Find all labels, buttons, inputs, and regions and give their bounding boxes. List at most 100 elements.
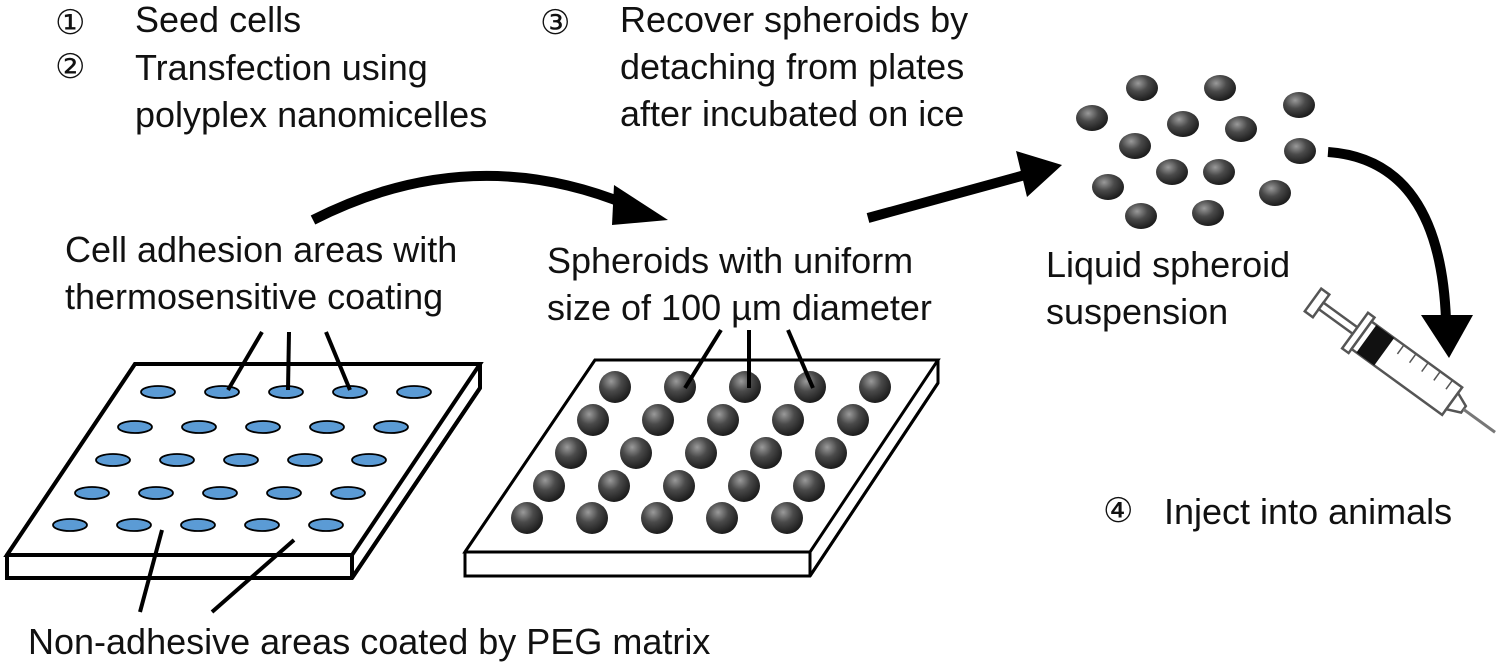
plate-adhesion <box>3 362 484 580</box>
free-spheroid <box>1204 75 1236 101</box>
free-spheroid <box>1126 75 1158 101</box>
free-spheroid <box>1259 180 1291 206</box>
step-4-text: Inject into animals <box>1164 491 1453 532</box>
spheroid <box>707 404 739 436</box>
adhesion-spot <box>52 518 88 532</box>
pointer-non-adhesive-2 <box>210 538 296 614</box>
spheroid <box>641 502 673 534</box>
adhesion-spot <box>204 385 240 399</box>
free-spheroid <box>1092 174 1124 200</box>
label-suspension-line-2: suspension <box>1046 291 1229 332</box>
adhesion-spot <box>309 420 345 434</box>
step-3-line-3: after incubated on ice <box>620 93 965 134</box>
label-adhesion-line-2: thermosensitive coating <box>65 276 444 317</box>
adhesion-spot <box>140 385 176 399</box>
adhesion-spot <box>180 518 216 532</box>
adhesion-spot <box>116 518 152 532</box>
plate-spheroids <box>462 358 941 578</box>
spheroid <box>837 404 869 436</box>
adhesion-spot <box>373 420 409 434</box>
arrow-head-2 <box>1016 151 1062 197</box>
spheroid <box>620 437 652 469</box>
free-spheroid <box>1283 92 1315 118</box>
spheroid <box>576 502 608 534</box>
arrow-step-1 <box>310 170 630 225</box>
label-spheroids-line-1: Spheroids with uniform <box>547 240 914 281</box>
adhesion-spot <box>117 420 153 434</box>
step-3-marker: ③ <box>540 4 571 42</box>
adhesion-spot <box>287 453 323 467</box>
label-spheroids: Spheroids with uniform size of 100 µm di… <box>547 237 932 331</box>
adhesion-spot <box>244 518 280 532</box>
spheroid <box>555 437 587 469</box>
spheroid <box>729 371 761 403</box>
adhesion-spot <box>245 420 281 434</box>
adhesion-spot <box>181 420 217 434</box>
process-arrows <box>310 147 1473 358</box>
adhesion-spot <box>308 518 344 532</box>
spheroid <box>598 470 630 502</box>
label-adhesion-areas: Cell adhesion areas with thermosensitive… <box>65 226 457 320</box>
adhesion-spot <box>396 385 432 399</box>
spheroid <box>533 470 565 502</box>
spheroid <box>664 371 696 403</box>
spheroid <box>663 470 695 502</box>
step-3-line-1: Recover spheroids by <box>620 0 969 40</box>
adhesion-spot <box>266 486 302 500</box>
adhesion-spot <box>351 453 387 467</box>
label-adhesion-line-1: Cell adhesion areas with <box>65 229 458 270</box>
pointer-adhesion-2 <box>286 331 291 391</box>
step-3-line-2: detaching from plates <box>620 46 965 87</box>
pointer-adhesion-3 <box>324 331 352 391</box>
spheroid <box>642 404 674 436</box>
pointer-adhesion-1 <box>226 330 264 392</box>
syringe-icon <box>1303 286 1496 434</box>
spheroid <box>815 437 847 469</box>
spheroid <box>728 470 760 502</box>
spheroid <box>577 404 609 436</box>
label-spheroids-line-2: size of 100 µm diameter <box>547 287 932 328</box>
step-2-text: Transfection using polyplex nanomicelles <box>135 44 487 138</box>
adhesion-spot <box>159 453 195 467</box>
pointer-spheroid-1 <box>683 328 723 390</box>
free-spheroid <box>1203 159 1235 185</box>
step-4-marker: ④ <box>1103 492 1134 530</box>
spheroid-suspension <box>1076 75 1316 229</box>
step-2-marker: ② <box>55 48 86 86</box>
spheroid <box>511 502 543 534</box>
arrow-head-3 <box>1421 315 1473 358</box>
adhesion-spot <box>138 486 174 500</box>
free-spheroid <box>1119 133 1151 159</box>
adhesion-spot <box>268 385 304 399</box>
step-2-line-1: Transfection using <box>135 47 428 88</box>
free-spheroid <box>1076 105 1108 131</box>
arrow-step-3 <box>1327 147 1451 321</box>
pointer-lines <box>138 328 815 614</box>
spheroid <box>750 437 782 469</box>
step-1-marker: ① <box>55 4 86 42</box>
spheroid <box>599 371 631 403</box>
spheroid <box>771 502 803 534</box>
spheroid <box>859 371 891 403</box>
adhesion-spot <box>202 486 238 500</box>
label-suspension: Liquid spheroid suspension <box>1046 241 1290 335</box>
step-1-text: Seed cells <box>135 0 302 40</box>
step-3-text: Recover spheroids by detaching from plat… <box>620 0 968 137</box>
arrow-head-1 <box>612 185 668 225</box>
label-non-adhesive: Non-adhesive areas coated by PEG matrix <box>28 621 711 662</box>
spheroid <box>706 502 738 534</box>
arrow-step-2 <box>866 170 1027 223</box>
free-spheroid <box>1156 159 1188 185</box>
adhesion-spot <box>330 486 366 500</box>
spheroid <box>793 470 825 502</box>
label-suspension-line-1: Liquid spheroid <box>1046 244 1291 285</box>
free-spheroid <box>1125 203 1157 229</box>
adhesion-spot <box>95 453 131 467</box>
free-spheroid <box>1284 138 1316 164</box>
spheroid <box>794 371 826 403</box>
spheroid <box>772 404 804 436</box>
adhesion-spot <box>223 453 259 467</box>
free-spheroid <box>1192 200 1224 226</box>
adhesion-spot <box>74 486 110 500</box>
